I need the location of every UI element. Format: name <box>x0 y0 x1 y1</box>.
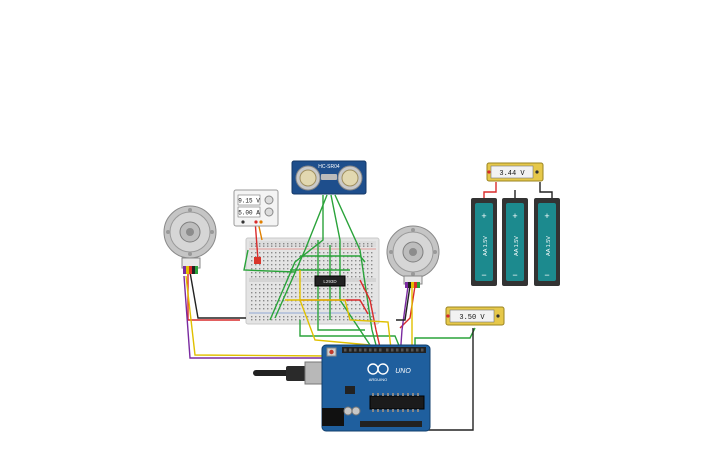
battery-pack[interactable]: + − AA 1.5V + − AA 1.5V + − AA 1.5V <box>471 198 560 286</box>
multimeter-knob[interactable] <box>264 207 274 217</box>
sensor-label: HC-SR04 <box>318 164 340 170</box>
board-voltmeter[interactable]: 3.50 V <box>445 306 505 326</box>
battery-label: AA 1.5V <box>546 236 552 256</box>
multimeter-current-readout: 5.00 A <box>238 210 260 217</box>
battery-minus-sign: − <box>544 270 549 280</box>
ultrasonic-sensor[interactable]: HC-SR04 <box>291 160 367 195</box>
microcontroller-chip <box>369 395 425 410</box>
board-voltage-readout: 3.50 V <box>459 314 485 322</box>
battery-cell-3[interactable]: + − AA 1.5V <box>534 198 560 286</box>
multimeter-voltage-readout: 9.15 V <box>238 198 260 205</box>
battery-voltage-readout: 3.44 V <box>499 170 525 178</box>
dc-motor-left[interactable] <box>163 205 217 274</box>
arduino-brand: ARDUINO <box>369 377 387 382</box>
battery-minus-sign: − <box>512 270 517 280</box>
motor-driver-chip[interactable]: L293D <box>314 275 346 287</box>
arduino-model-label: UNO <box>395 368 411 375</box>
led-component[interactable] <box>254 257 261 264</box>
battery-plus-sign: + <box>512 211 517 221</box>
battery-voltmeter[interactable]: 3.44 V <box>486 162 544 182</box>
battery-minus-sign: − <box>481 270 486 280</box>
battery-cell-2[interactable]: + − AA 1.5V <box>502 198 528 286</box>
driver-chip-label: L293D <box>323 279 337 284</box>
multimeter-knob[interactable] <box>264 195 274 205</box>
multimeter[interactable]: 9.15 V 5.00 A <box>233 189 279 227</box>
breadboard[interactable] <box>245 237 380 325</box>
battery-label: AA 1.5V <box>514 236 520 256</box>
power-jack <box>322 408 344 426</box>
battery-plus-sign: + <box>481 211 486 221</box>
dc-motor-right[interactable] <box>386 225 440 288</box>
arduino-logo-icon <box>367 363 389 375</box>
arduino-uno[interactable]: ARDUINO UNO <box>253 344 431 432</box>
battery-plus-sign: + <box>544 211 549 221</box>
battery-label: AA 1.5V <box>483 236 489 256</box>
battery-cell-1[interactable]: + − AA 1.5V <box>471 198 497 286</box>
